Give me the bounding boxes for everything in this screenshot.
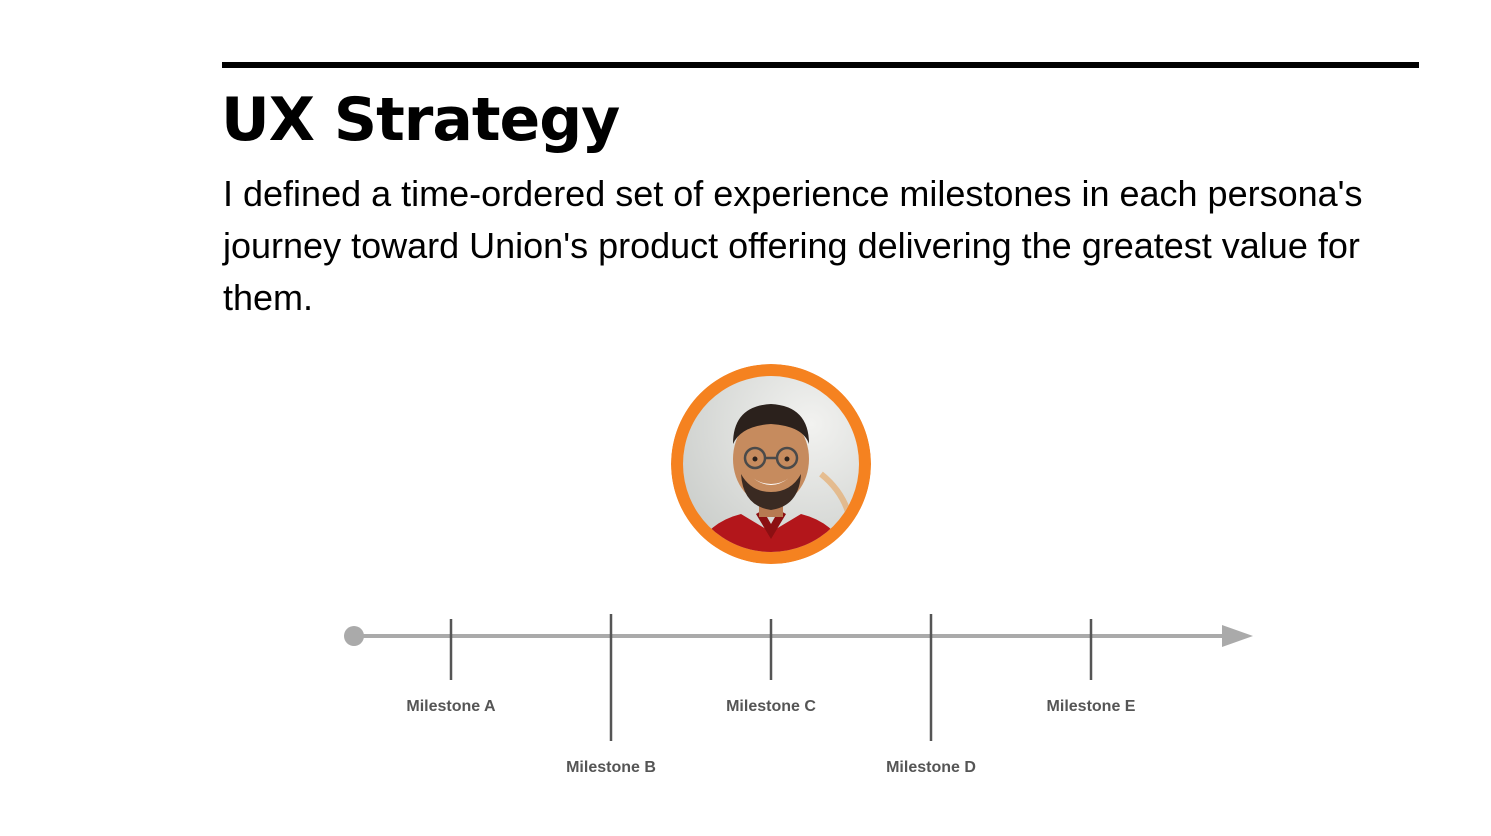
milestone-label: Milestone E (1047, 698, 1136, 715)
page-description: I defined a time-ordered set of experien… (223, 173, 1363, 318)
timeline-arrow-icon (1222, 625, 1253, 647)
persona-avatar-photo (671, 364, 871, 564)
milestone-label: Milestone D (886, 759, 976, 776)
milestone-label: Milestone C (726, 698, 816, 715)
milestone-label: Milestone A (406, 698, 496, 715)
page-title: UX Strategy (221, 85, 620, 155)
persona-avatar (671, 364, 871, 564)
title-rule (222, 62, 1419, 68)
timeline-start-dot (344, 626, 364, 646)
milestone-label: Milestone B (566, 759, 656, 776)
